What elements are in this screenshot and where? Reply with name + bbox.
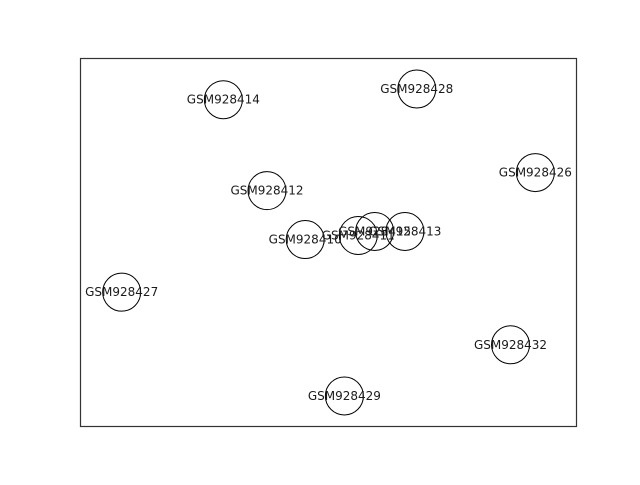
data-point-marker: [491, 325, 531, 365]
data-point-marker: [203, 80, 243, 120]
data-point: GSM928411: [322, 216, 395, 256]
data-point-label: GSM928410: [269, 233, 342, 247]
data-point-marker: [102, 272, 142, 312]
data-point-label: GSM928432: [474, 338, 547, 352]
data-point-label: GSM928413: [368, 224, 441, 238]
data-point-marker: [247, 171, 287, 211]
data-point-label: GSM928412: [230, 184, 303, 198]
plot-area-frame: [79, 57, 578, 428]
data-point: GSM928427: [85, 272, 158, 312]
data-point: GSM928410: [269, 220, 342, 260]
data-point: GSM928432: [474, 325, 547, 365]
data-point-marker: [397, 69, 437, 109]
data-point: GSM928413: [368, 211, 441, 251]
data-point: GSM928412: [230, 171, 304, 211]
data-point-marker: [385, 211, 425, 251]
data-point: GSM928426: [499, 153, 572, 193]
data-point-marker: [338, 216, 378, 256]
data-point-label: GSM928429: [308, 389, 381, 403]
data-point-marker: [515, 153, 555, 193]
data-point-label: GSM928427: [85, 285, 158, 299]
data-point-label: GSM928426: [499, 166, 572, 180]
data-point-label: GSM928415: [338, 224, 411, 238]
data-point-label: GSM928414: [187, 93, 260, 107]
data-point: GSM928428: [380, 69, 453, 109]
data-point-marker: [324, 376, 364, 416]
data-point-marker: [355, 211, 395, 251]
data-point-label: GSM928428: [380, 82, 453, 96]
data-point: GSM928415: [338, 211, 411, 251]
data-point: GSM928414: [187, 80, 260, 120]
data-point-label: GSM928411: [322, 229, 395, 243]
data-point: GSM928429: [308, 376, 381, 416]
data-point-marker: [285, 220, 325, 260]
points-layer: GSM928414 GSM928428GSM928426GSM928412GSM9…: [85, 69, 572, 416]
